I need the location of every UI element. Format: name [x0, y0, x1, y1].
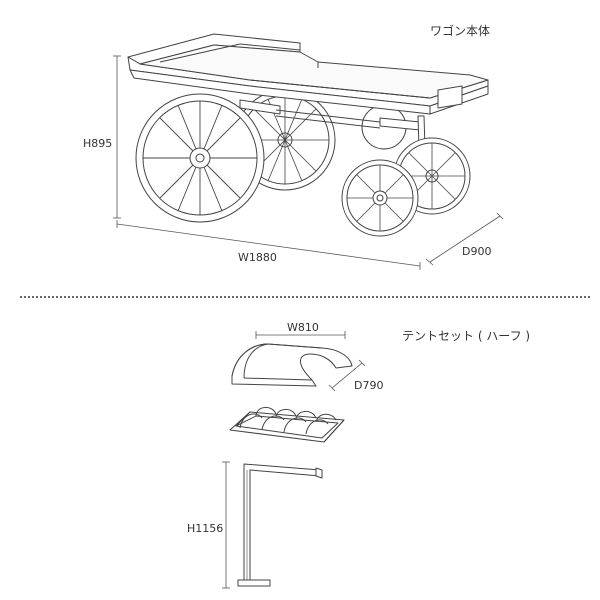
wagon-depth-label: D900 [462, 245, 492, 258]
wagon-illustration [127, 33, 489, 237]
tent-width-dimension-line [255, 331, 346, 339]
tent-depth-label: D790 [354, 379, 384, 392]
wagon-height-label: H895 [83, 137, 113, 150]
tent-depth-dimension-line [328, 359, 366, 392]
wagon-width-label: W1880 [238, 251, 277, 264]
wagon-depth-dimension-line [425, 212, 504, 266]
tent-title: テントセット ( ハーフ ) [402, 329, 531, 343]
wagon-rear-near-wheel [135, 93, 265, 223]
tent-height-label: H1156 [187, 522, 224, 535]
tent-height-dimension-line [222, 461, 230, 589]
tent-frame-arches [229, 407, 345, 443]
wagon-width-dimension-line [116, 220, 421, 270]
tent-canopy-cover [231, 343, 353, 387]
tent-width-label: W810 [287, 321, 319, 334]
wagon-title: ワゴン本体 [430, 24, 491, 38]
tent-pole [237, 463, 323, 587]
section-divider [20, 296, 590, 298]
wagon-tray [127, 33, 489, 115]
wagon-front-near-wheel [341, 159, 419, 237]
wagon-height-dimension-line [113, 55, 121, 219]
